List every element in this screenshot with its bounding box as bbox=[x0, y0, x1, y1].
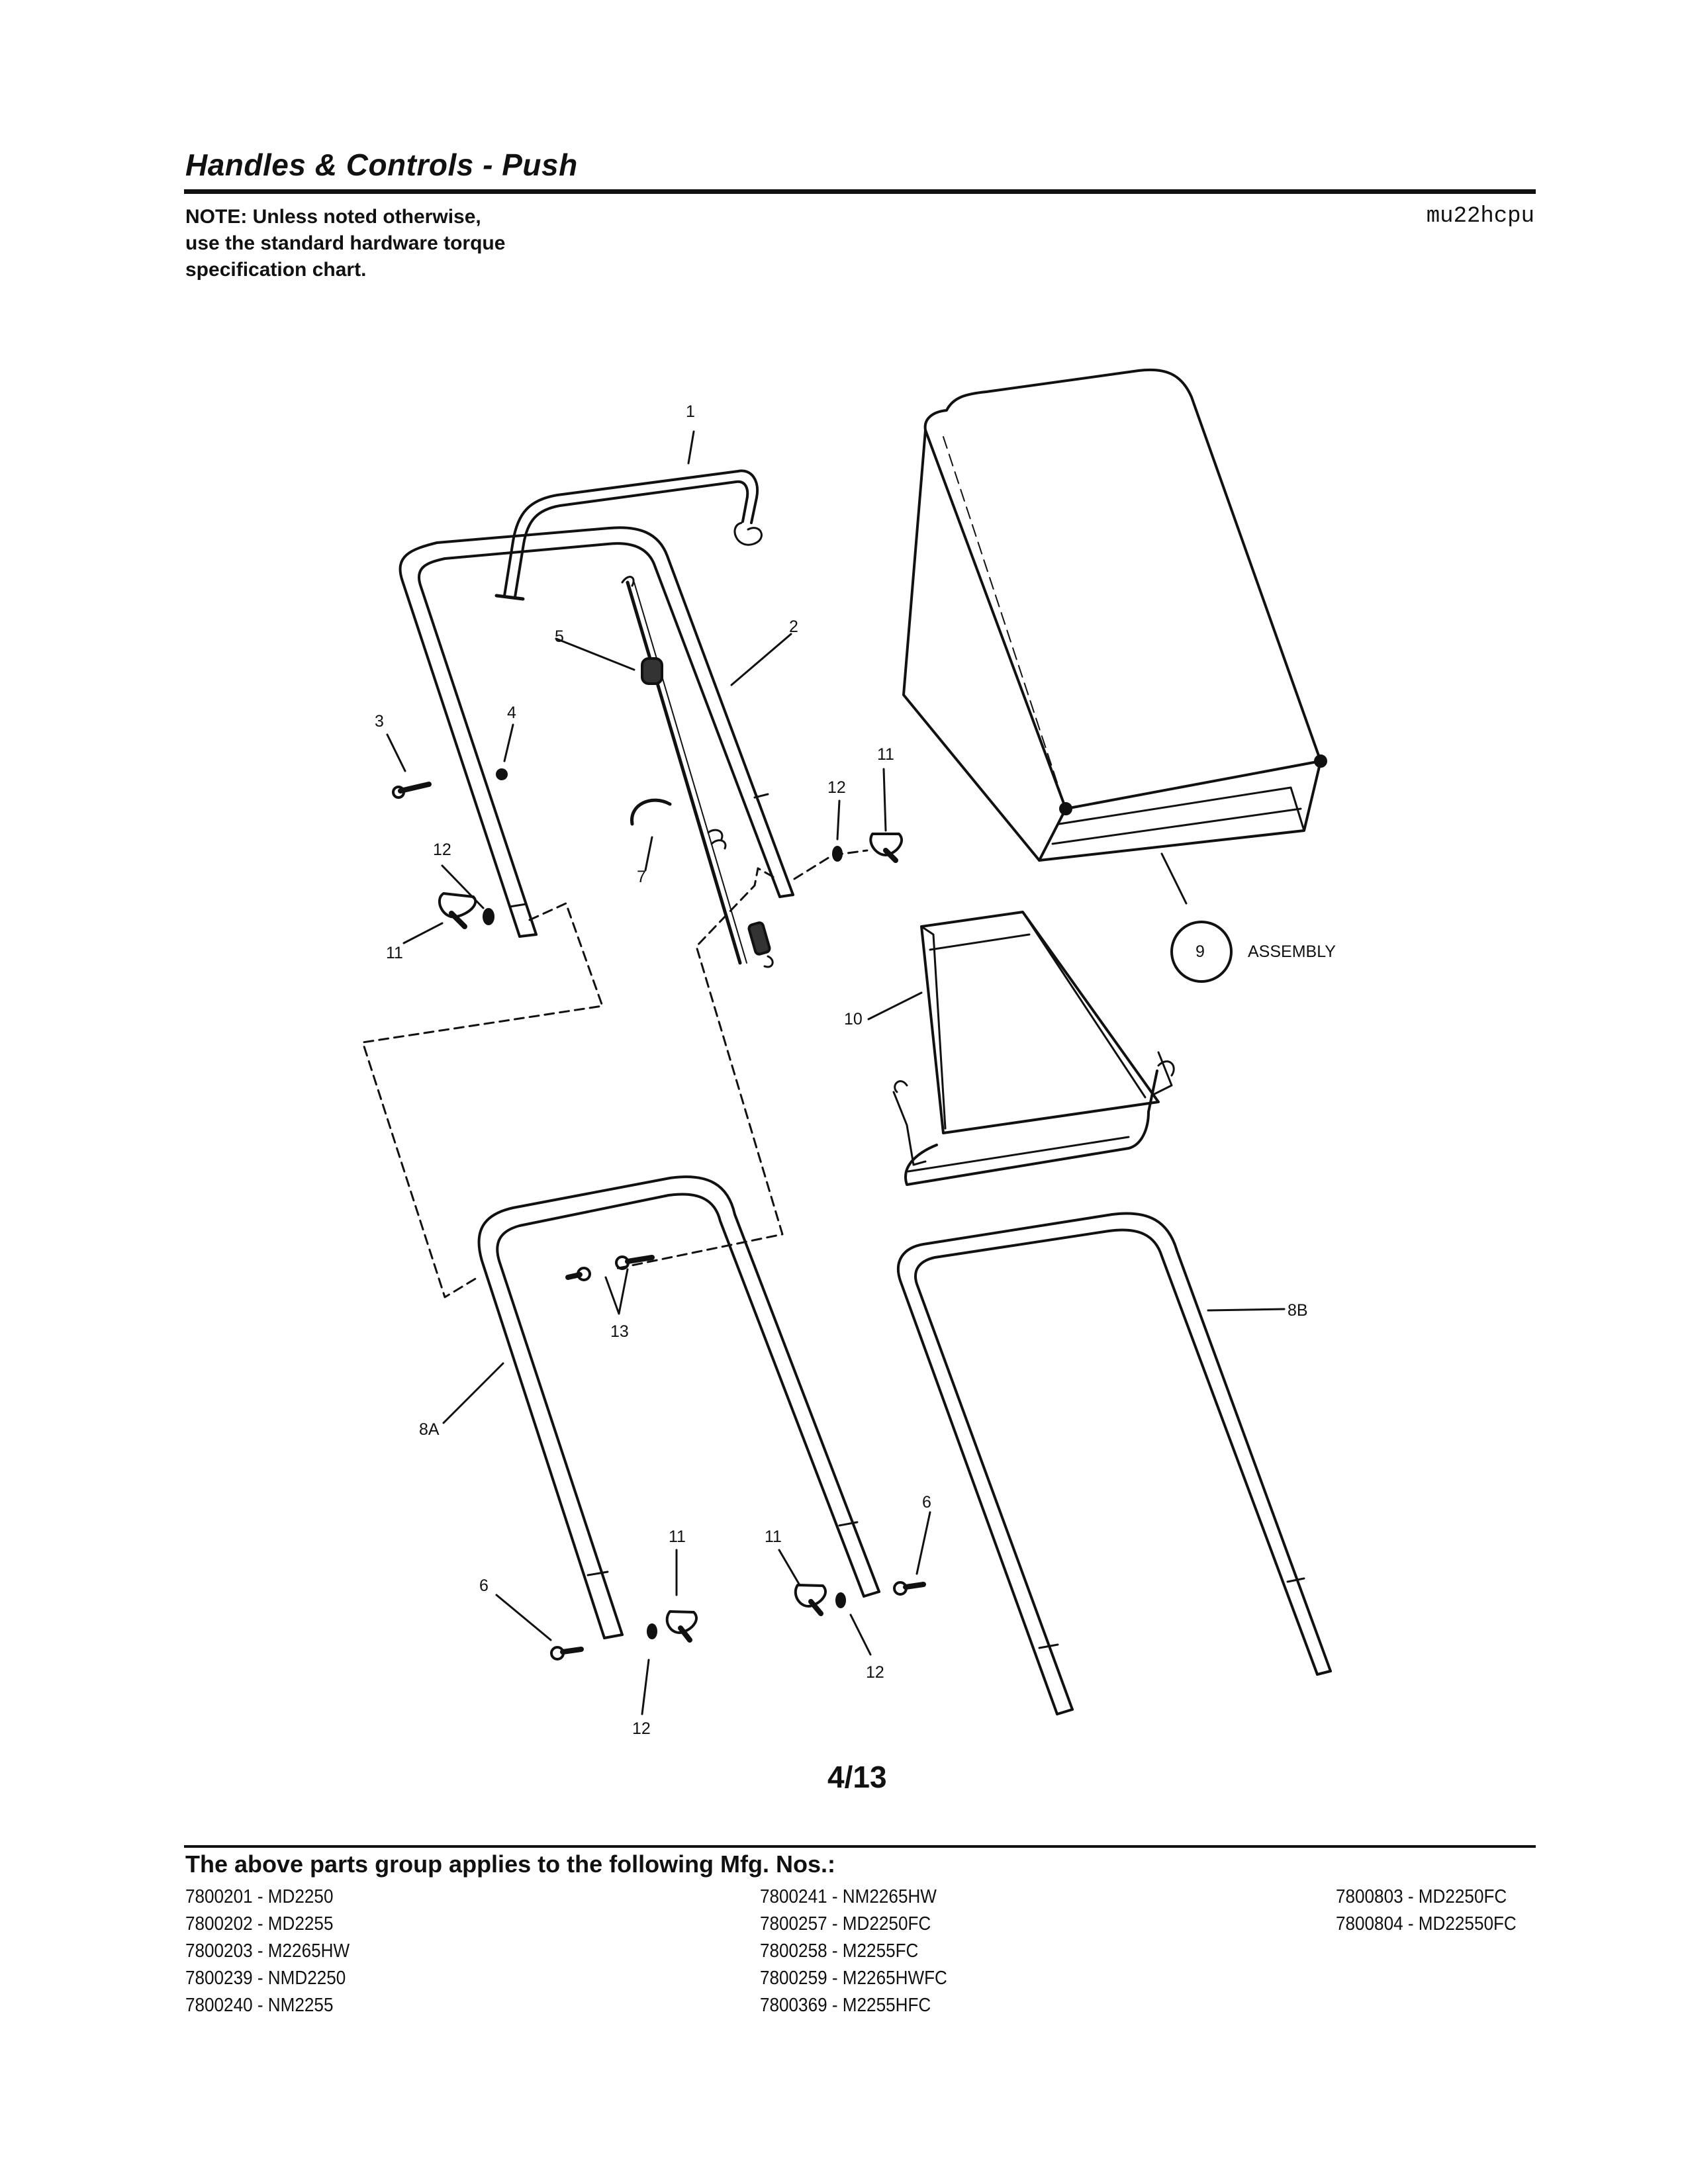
callout-12-upper-left: 12 bbox=[433, 841, 451, 859]
model-code: mu22hcpu bbox=[1426, 204, 1534, 229]
control-cable bbox=[621, 576, 774, 968]
handle-bolts-13 bbox=[565, 1255, 655, 1281]
mfg-item: 7800203 - M2265HW bbox=[185, 1940, 350, 1962]
mfg-item: 7800259 - M2265HWFC bbox=[760, 1968, 947, 1989]
mfg-item: 7800369 - M2255HFC bbox=[760, 1995, 931, 2016]
lower-handle-8a bbox=[477, 1175, 880, 1639]
callout-11-upper-right: 11 bbox=[877, 745, 894, 764]
title-rule bbox=[184, 189, 1536, 194]
upper-handle bbox=[399, 526, 794, 938]
page-number: 4/13 bbox=[827, 1760, 887, 1794]
control-bail bbox=[494, 469, 763, 601]
note-line-3: specification chart. bbox=[185, 259, 367, 281]
callout-13: 13 bbox=[610, 1322, 629, 1341]
mfg-item: 7800239 - NMD2250 bbox=[185, 1968, 346, 1989]
lock-washer-lower-left bbox=[647, 1623, 657, 1639]
pivot-bolt bbox=[392, 782, 432, 799]
carriage-bolt-lower-left bbox=[550, 1646, 584, 1661]
grass-bag bbox=[902, 368, 1327, 983]
callout-11-upper-left: 11 bbox=[386, 944, 403, 962]
mfg-item: 7800258 - M2255FC bbox=[760, 1940, 919, 1962]
mfg-item: 7800240 - NM2255 bbox=[185, 1995, 334, 2016]
callout-5: 5 bbox=[555, 627, 564, 646]
wire-clip bbox=[630, 798, 672, 826]
leader-lines bbox=[386, 430, 1286, 1715]
callout-1: 1 bbox=[686, 402, 695, 421]
callout-7: 7 bbox=[637, 868, 646, 886]
callout-12-lower-right: 12 bbox=[866, 1663, 884, 1682]
callout-3: 3 bbox=[375, 712, 384, 731]
callout-6-left: 6 bbox=[479, 1576, 489, 1595]
callout-11-lower-right: 11 bbox=[765, 1527, 782, 1546]
callout-9-text: ASSEMBLY bbox=[1248, 942, 1336, 961]
wing-nut-lower-left bbox=[665, 1610, 698, 1643]
callout-8b: 8B bbox=[1288, 1301, 1308, 1320]
mfg-item: 7800241 - NM2265HW bbox=[760, 1886, 937, 1907]
applies-heading: The above parts group applies to the fol… bbox=[185, 1850, 836, 1878]
note-line-1: NOTE: Unless noted otherwise, bbox=[185, 206, 481, 228]
callout-8a: 8A bbox=[419, 1420, 440, 1439]
mfg-item: 7800803 - MD2250FC bbox=[1336, 1886, 1507, 1907]
lock-washer-upper-left bbox=[483, 908, 494, 925]
callout-11-lower-left: 11 bbox=[669, 1527, 686, 1546]
mfg-item: 7800202 - MD2255 bbox=[185, 1913, 334, 1934]
mfg-item: 7800804 - MD22550FC bbox=[1336, 1913, 1517, 1934]
lower-handle-8b bbox=[896, 1212, 1332, 1715]
note-line-2: use the standard hardware torque bbox=[185, 232, 506, 254]
assembly-guides bbox=[361, 849, 868, 1298]
footer-rule bbox=[184, 1845, 1536, 1848]
callout-12-lower-left: 12 bbox=[632, 1719, 651, 1738]
torque-note: NOTE: Unless noted otherwise, use the st… bbox=[185, 204, 505, 283]
lock-washer-lower-right bbox=[835, 1592, 846, 1608]
callout-9: 9 bbox=[1196, 942, 1205, 961]
wing-nut-upper-right bbox=[869, 833, 903, 863]
wing-nut-upper-left bbox=[438, 892, 477, 929]
callout-12-upper-right: 12 bbox=[827, 778, 846, 797]
wing-nut-lower-right bbox=[794, 1584, 827, 1616]
carriage-bolt-lower-right bbox=[893, 1581, 926, 1596]
bag-frame bbox=[892, 911, 1175, 1186]
callout-2: 2 bbox=[789, 617, 798, 636]
mfg-item: 7800257 - MD2250FC bbox=[760, 1913, 931, 1934]
hex-nut bbox=[496, 768, 508, 780]
mfg-list-col-3: 7800803 - MD2250FC 7800804 - MD22550FC bbox=[1336, 1884, 1536, 1938]
callout-10: 10 bbox=[844, 1010, 863, 1028]
mfg-list-col-1: 7800201 - MD2250 7800202 - MD2255 780020… bbox=[185, 1884, 368, 2019]
mfg-item: 7800201 - MD2250 bbox=[185, 1886, 334, 1907]
callout-4: 4 bbox=[507, 704, 516, 722]
callout-6-right: 6 bbox=[922, 1493, 931, 1512]
mfg-list-col-2: 7800241 - NM2265HW 7800257 - MD2250FC 78… bbox=[760, 1884, 968, 2019]
page-title: Handles & Controls - Push bbox=[185, 148, 578, 182]
